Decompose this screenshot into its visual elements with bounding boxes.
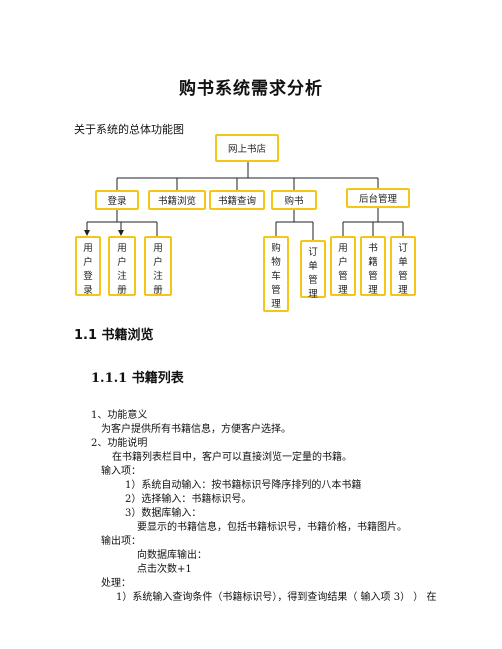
leaf-char: 册 <box>153 285 163 296</box>
leaf-char: 理 <box>338 285 348 296</box>
body-line: 3）数据库输入： <box>125 508 202 519</box>
node-root: 网上书店 <box>215 134 279 162</box>
leaf-char: 用 <box>338 243 348 254</box>
node-label: 书籍查询 <box>217 196 256 207</box>
leaf-char: 理 <box>308 289 318 300</box>
leaf-user-management: 用 户 管 理 <box>330 236 356 296</box>
leaf-char: 管 <box>398 271 408 282</box>
leaf-char: 册 <box>117 285 127 296</box>
leaf-char: 订 <box>398 243 408 254</box>
page-title: 购书系统需求分析 <box>179 79 323 99</box>
leaf-char: 书 <box>368 243 378 254</box>
node-label: 后台管理 <box>358 194 397 205</box>
leaf-char: 注 <box>153 271 163 282</box>
leaf-user-login: 用 户 登 录 <box>75 236 101 296</box>
leaf-char: 订 <box>308 247 318 258</box>
leaf-char: 单 <box>398 257 408 268</box>
leaf-char: 管 <box>368 271 378 282</box>
leaf-char: 户 <box>153 257 163 268</box>
leaf-char: 理 <box>368 285 378 296</box>
leaf-char: 用 <box>83 243 93 254</box>
leaf-char: 籍 <box>368 257 378 268</box>
node-purchase: 购书 <box>271 190 317 210</box>
leaf-char: 户 <box>338 257 348 268</box>
leaf-order-management-1: 订 单 管 理 <box>300 240 326 300</box>
node-label: 书籍浏览 <box>157 196 196 207</box>
body-line: 1、功能意义 <box>91 410 148 421</box>
body-line: 输入项： <box>101 466 141 477</box>
node-book-search: 书籍查询 <box>209 190 265 210</box>
leaf-book-management: 书 籍 管 理 <box>360 236 386 296</box>
leaf-char: 单 <box>308 261 318 272</box>
body-line: 1）系统自动输入：按书籍标识号降序排列的八本书籍 <box>125 480 362 491</box>
leaf-char: 管 <box>308 275 318 286</box>
body-line: 要显示的书籍信息，包括书籍标识号，书籍价格，书籍图片。 <box>137 522 407 533</box>
leaf-char: 车 <box>271 271 281 282</box>
leaf-char: 注 <box>117 271 127 282</box>
subsection-heading: 1.1.1 书籍列表 <box>91 371 184 386</box>
body-line: 在书籍列表栏目中，客户可以直接浏览一定量的书籍。 <box>112 452 352 463</box>
node-label: 购书 <box>284 196 304 207</box>
node-login: 登录 <box>95 190 139 210</box>
body-line: 1）系统输入查询条件（书籍标识号），得到查询结果（ 输入项 3） ） 在 <box>116 592 437 603</box>
leaf-char: 户 <box>83 257 93 268</box>
body-line: 输出项： <box>101 536 141 547</box>
body-line: 2、功能说明 <box>91 438 148 449</box>
node-label: 网上书店 <box>227 144 266 155</box>
body-line: 点击次数+1 <box>137 564 192 575</box>
leaf-char: 理 <box>271 299 281 310</box>
node-admin: 后台管理 <box>346 188 410 208</box>
leaf-char: 登 <box>83 271 93 282</box>
node-book-browse: 书籍浏览 <box>148 190 206 210</box>
leaf-char: 用 <box>153 243 163 254</box>
leaf-user-register-1: 用 户 注 册 <box>108 236 136 296</box>
leaf-order-management-2: 订 单 管 理 <box>390 236 416 296</box>
leaf-char: 购 <box>271 243 281 254</box>
leaf-char: 理 <box>398 285 408 296</box>
body-line: 向数据库输出： <box>137 550 207 561</box>
leaf-char: 管 <box>338 271 348 282</box>
leaf-char: 物 <box>271 257 281 268</box>
leaf-char: 管 <box>271 285 281 296</box>
node-label: 登录 <box>107 196 127 207</box>
leaf-user-register-2: 用 户 注 册 <box>144 236 172 296</box>
body-line: 处理： <box>101 578 131 589</box>
body-line: 2）选择输入：书籍标识号。 <box>125 494 252 505</box>
leaf-char: 录 <box>83 285 93 296</box>
body-line: 为客户提供所有书籍信息，方便客户选择。 <box>101 424 291 435</box>
diagram-caption: 关于系统的总体功能图 <box>74 123 184 136</box>
leaf-char: 用 <box>117 243 127 254</box>
leaf-char: 户 <box>117 257 127 268</box>
section-heading: 1.1 书籍浏览 <box>74 328 154 343</box>
leaf-cart-management: 购 物 车 管 理 <box>263 236 289 312</box>
